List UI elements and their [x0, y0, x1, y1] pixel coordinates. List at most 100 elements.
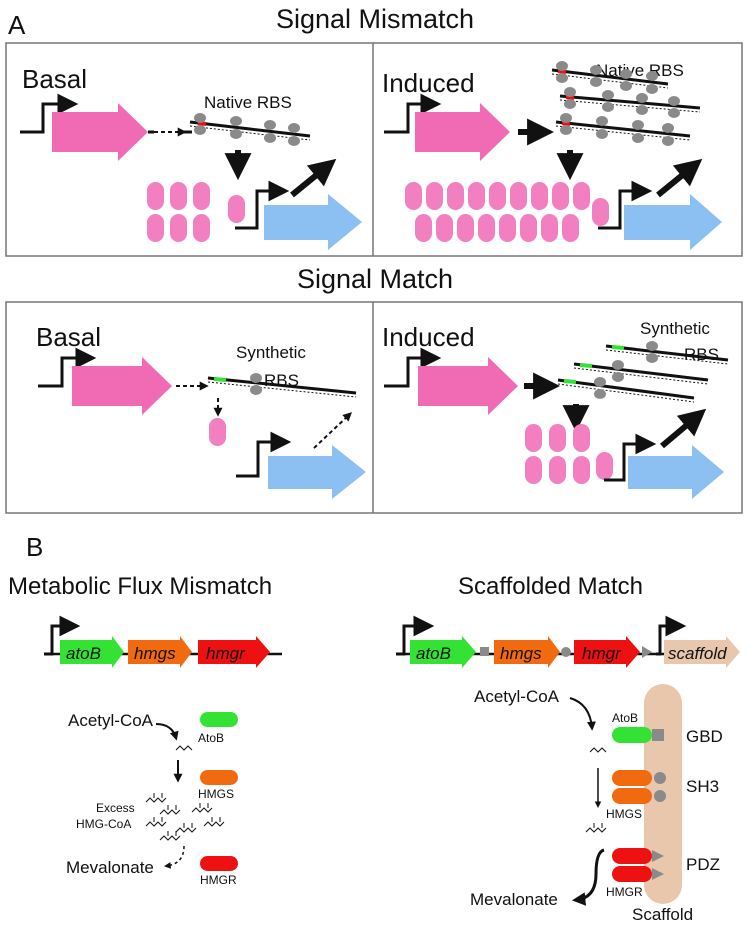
synthetic-rbs-label-1: Synthetic [640, 319, 710, 338]
signal-match-box [5, 301, 743, 514]
panel-a-letter: A [8, 10, 26, 40]
mismatch-induced-panel: Induced Native RBS [382, 61, 722, 250]
blue-gene [628, 445, 724, 499]
match-basal-panel: Basal Synthetic RBS [36, 322, 366, 499]
protein [209, 418, 226, 446]
native-rbs-label: Native RBS [596, 61, 684, 80]
mrna-strand [189, 113, 311, 146]
gene-hmgr [574, 636, 640, 668]
pink-gene [415, 103, 510, 161]
mrna-strands [551, 61, 701, 146]
panel-b-letter: B [26, 532, 43, 562]
pink-gene [52, 103, 148, 161]
sh3-domain-2 [654, 790, 666, 802]
intermediate [175, 745, 193, 751]
gene-hmgs-label: hmgs [500, 644, 542, 663]
enzyme-hmgr-1 [612, 848, 652, 864]
enzyme-hmgs-label: HMGS [198, 787, 234, 801]
excess-label-2: HMG-CoA [76, 817, 131, 831]
intermediate-hmg-coa [585, 823, 607, 833]
pdz-domain-1 [652, 850, 664, 862]
domain-gbd-label: GBD [686, 727, 723, 746]
promoter-arrow [384, 93, 442, 134]
reaction-arrow-1 [155, 723, 179, 741]
enzyme-hmgs-label: HMGS [606, 807, 642, 821]
enzyme-atob [200, 712, 238, 727]
target-promoter-arrow [604, 433, 657, 482]
signal-mismatch-box [5, 42, 743, 257]
tag-square [480, 647, 489, 656]
metabolic-flux-mismatch: Metabolic Flux Mismatch atoB hmgs hmgr A… [8, 573, 282, 887]
mrna-strands [557, 341, 729, 403]
mismatch-induced-label: Induced [382, 68, 475, 98]
match-basal-label: Basal [36, 322, 101, 352]
gene-scaffold-label: scaffold [668, 644, 727, 663]
product-label: Mevalonate [66, 858, 154, 877]
protein-pool [147, 182, 245, 242]
mismatch-basal-label: Basal [22, 64, 87, 94]
gene-hmgs [128, 636, 192, 668]
gene-hmgs-label: hmgs [134, 644, 176, 663]
domain-pdz-label: PDZ [686, 855, 720, 874]
gene-atob-label: atoB [66, 644, 101, 663]
blue-gene [624, 194, 722, 250]
enzyme-hmgr-label: HMGR [606, 885, 643, 899]
gene-hmgr-label: hmgr [582, 644, 622, 663]
enzyme-hmgr [200, 856, 238, 871]
gene-hmgr-label: hmgr [206, 644, 246, 663]
reaction-arrow-3 [163, 845, 185, 869]
blue-gene [268, 445, 366, 499]
enzyme-hmgs-1 [612, 770, 652, 786]
gene-atob-label: atoB [416, 644, 451, 663]
reaction-arrow-3 [571, 848, 605, 906]
enzyme-atob-label: AtoB [198, 731, 224, 745]
signal-match-title: Signal Match [297, 264, 453, 294]
enzyme-hmgr-label: HMGR [200, 873, 237, 887]
gene-atob [410, 636, 476, 668]
output-arrow [656, 158, 703, 198]
domain-sh3-label: SH3 [686, 777, 719, 796]
substrate-label: Acetyl-CoA [68, 711, 154, 730]
enzyme-atob-label: AtoB [612, 711, 638, 725]
excess-hmg-coa-molecules [145, 793, 225, 841]
product-label: Mevalonate [470, 890, 558, 909]
synthetic-rbs-label-1: Synthetic [236, 343, 306, 362]
gene-scaffold [664, 636, 740, 668]
match-induced-label: Induced [382, 322, 475, 352]
output-arrow [290, 158, 337, 198]
protein-pool [405, 182, 609, 242]
mismatch-basal-panel: Basal Native RBS [20, 64, 362, 250]
gene-hmgr [198, 636, 270, 668]
excess-label-1: Excess [96, 801, 135, 815]
dashed-output-arrow [313, 412, 352, 449]
protein-pool [525, 424, 613, 484]
gene-atob [60, 636, 124, 668]
gbd-domain [652, 729, 664, 741]
pdz-domain-2 [652, 868, 664, 880]
blue-gene [264, 194, 362, 250]
sh3-domain-1 [654, 772, 666, 784]
intermediate [589, 747, 607, 753]
promoter-arrow [38, 347, 97, 388]
scaffold-label: Scaffold [632, 905, 693, 924]
promoter-arrow [384, 347, 442, 388]
scaffolded-match-title: Scaffolded Match [458, 573, 643, 600]
reaction-arrow-1 [569, 697, 596, 731]
output-arrow [660, 408, 707, 449]
match-induced-panel: Induced Synthetic RBS [382, 319, 729, 499]
scaffolded-match: Scaffolded Match atoB hmgs hmgr scaffold… [396, 573, 740, 924]
enzyme-hmgr-2 [612, 866, 652, 882]
target-promoter-arrow [236, 431, 292, 478]
scaffold-promoter [656, 615, 687, 656]
substrate-label: Acetyl-CoA [474, 687, 560, 706]
promoter-arrow [20, 93, 79, 134]
enzyme-hmgs [200, 770, 238, 785]
mrna-strand [207, 373, 357, 398]
native-rbs-label: Native RBS [204, 93, 292, 112]
enzyme-hmgs-2 [612, 788, 652, 804]
flux-mismatch-title: Metabolic Flux Mismatch [8, 573, 272, 600]
tag-circle [561, 647, 571, 657]
target-promoter-arrow [598, 180, 653, 230]
gene-hmgs [494, 636, 560, 668]
